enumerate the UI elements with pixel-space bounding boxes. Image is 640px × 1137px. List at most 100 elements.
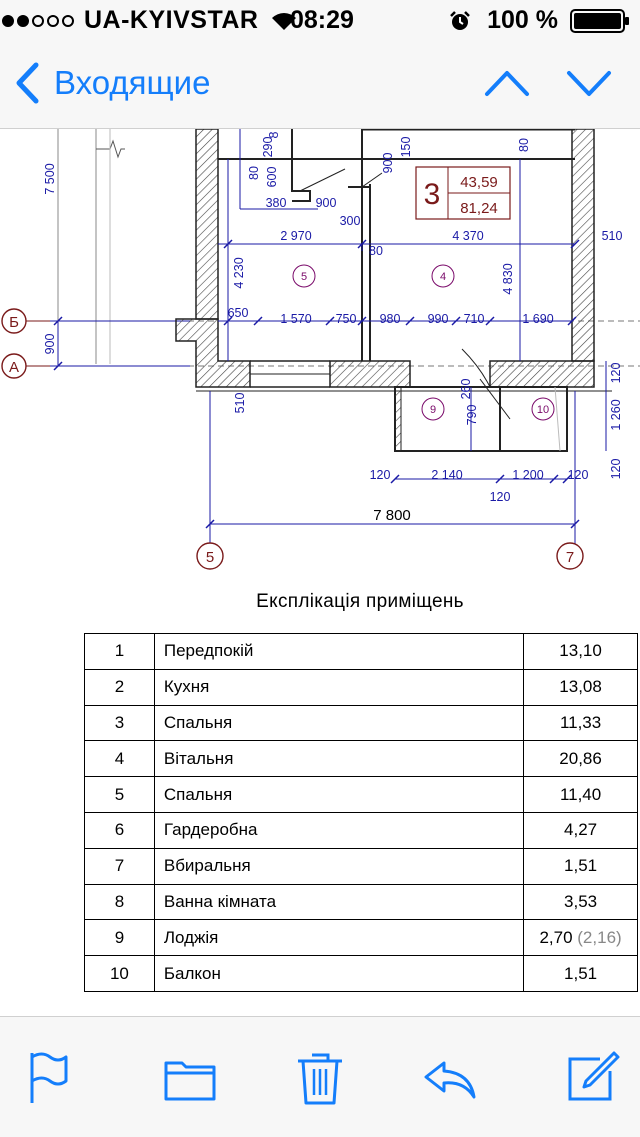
dim-text: 290 [261, 137, 275, 158]
room-name: Спальня [153, 704, 525, 742]
previous-message-chevron-up-icon[interactable] [484, 66, 530, 100]
room-area-cell: 11,33 [523, 704, 638, 742]
dim-text: 80 [369, 244, 383, 258]
axis-5-label: 5 [206, 549, 214, 566]
dim-text: 650 [228, 306, 249, 320]
room-number: 2 [84, 668, 155, 706]
dim-text: 380 [266, 196, 287, 210]
battery-icon [570, 8, 629, 33]
compose-icon[interactable] [562, 1047, 622, 1107]
explication-title: Експлікація приміщень [256, 591, 464, 612]
room-number: 8 [84, 883, 155, 921]
room-number: 3 [84, 704, 155, 742]
dim-text: 150 [399, 137, 413, 158]
room-area: 1,51 [564, 963, 598, 983]
room-area: 2,70 [539, 927, 573, 947]
room-number: 6 [84, 811, 155, 849]
reply-icon[interactable] [420, 1047, 480, 1107]
room-area: 20,86 [559, 748, 602, 768]
room-area-cell: 1,51 [523, 955, 638, 992]
signal-dot [62, 14, 74, 27]
dim-text: 120 [490, 490, 511, 504]
dim-text: 2 970 [280, 229, 311, 243]
dim-text: 4 370 [452, 229, 483, 243]
dim-text: 4 830 [501, 263, 515, 294]
room-number: 4 [84, 740, 155, 778]
dim-text: 510 [602, 229, 623, 243]
status-time: 08:29 [290, 6, 354, 34]
status-bar: UA-KYIVSTAR 08:29 100 % [0, 0, 640, 40]
message-attachment-content[interactable]: 7 500 900 Б А [0, 129, 640, 1016]
battery-percent: 100 % [487, 6, 558, 34]
room-number: 1 [84, 633, 155, 670]
floor-plan-drawing: 7 500 900 Б А [1, 129, 640, 570]
signal-strength-icon [2, 14, 74, 27]
back-button[interactable]: Входящие [14, 62, 210, 104]
status-right: 100 % [449, 6, 630, 35]
dim-text: 120 [609, 459, 623, 480]
dim-overall-width: 7 800 [373, 507, 411, 524]
dim-text: 990 [428, 312, 449, 326]
dim-text: 2 140 [431, 468, 462, 482]
dim-text: 1 570 [280, 312, 311, 326]
room-area-cell: 1,51 [523, 847, 638, 885]
room-area-cell: 4,27 [523, 811, 638, 849]
room-area-cell: 3,53 [523, 883, 638, 921]
next-message-chevron-down-icon[interactable] [566, 66, 612, 100]
dim-text: 900 [316, 196, 337, 210]
room-area: 4,27 [564, 820, 598, 840]
signal-dot [32, 14, 44, 27]
alarm-clock-icon [450, 10, 470, 30]
room-area-cell: 20,86 [523, 740, 638, 778]
room-number: 10 [84, 955, 155, 992]
dim-text: 710 [464, 312, 485, 326]
folder-icon[interactable] [160, 1047, 220, 1107]
room-name: Лоджія [153, 919, 525, 957]
dim-text: 4 230 [232, 257, 246, 288]
room-marker-10: 10 [537, 404, 549, 416]
room-name: Вітальня [153, 740, 525, 778]
dim-text: 260 [459, 379, 473, 400]
room-marker-5: 5 [301, 271, 307, 283]
room-name: Кухня [153, 668, 525, 706]
dim-900-left: 900 [43, 334, 57, 355]
chevron-left-icon [16, 62, 39, 104]
apartment-living-area: 43,59 [460, 174, 498, 191]
room-number: 7 [84, 847, 155, 885]
axis-b-label: Б [9, 314, 19, 331]
dim-text: 1 200 [512, 468, 543, 482]
status-left: UA-KYIVSTAR [2, 6, 298, 35]
dim-text: 1 260 [609, 399, 623, 430]
dim-text: 120 [370, 468, 391, 482]
room-area-cell: 11,40 [523, 776, 638, 813]
room-area: 13,10 [559, 641, 602, 661]
axis-7-label: 7 [566, 549, 574, 566]
dim-text: 120 [568, 468, 589, 482]
room-number: 9 [84, 919, 155, 957]
dim-text: 750 [336, 312, 357, 326]
dim-text: 790 [465, 405, 479, 426]
room-area-cell: 2,70 (2,16) [523, 919, 638, 957]
room-area: 1,51 [564, 856, 598, 876]
room-area: 13,08 [559, 677, 602, 697]
wifi-icon [272, 12, 297, 30]
bottom-toolbar [0, 1016, 640, 1137]
trash-icon[interactable] [290, 1047, 350, 1107]
carrier-name: UA-KYIVSTAR [84, 6, 259, 34]
room-area-reduced: (2,16) [572, 927, 622, 947]
flag-icon[interactable] [18, 1047, 78, 1107]
room-name: Балкон [153, 955, 525, 992]
room-name: Ванна кімната [153, 883, 525, 921]
room-marker-9: 9 [430, 404, 436, 416]
dim-text: 510 [233, 393, 247, 414]
room-marker-4: 4 [440, 271, 446, 283]
